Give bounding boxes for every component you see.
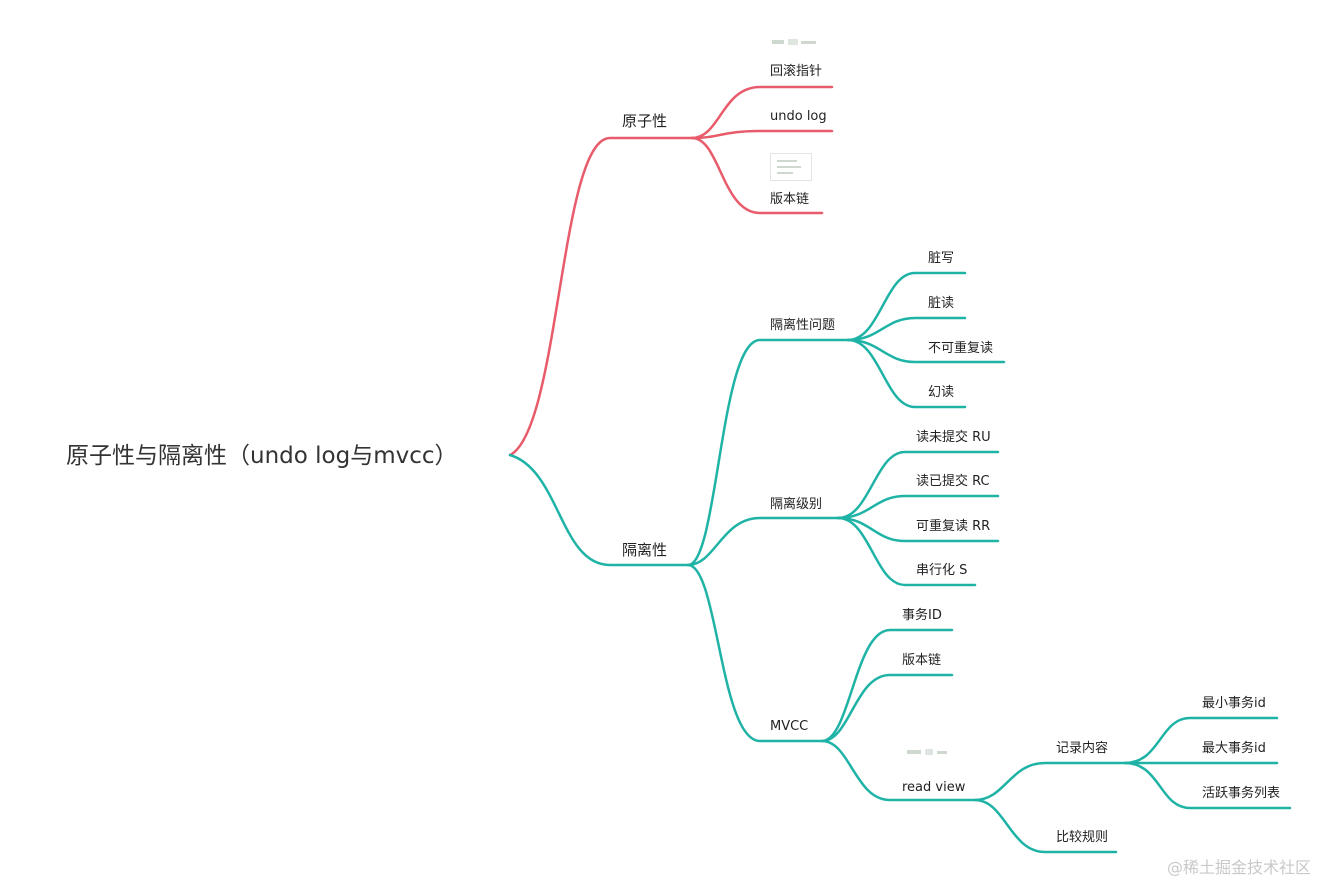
edge-levels-rc: [836, 494, 1000, 520]
edge-atomicity-rollback: [690, 85, 834, 140]
edge-problems-phantom: [846, 338, 967, 409]
node-min-transaction-id[interactable]: 最小事务id: [1202, 696, 1266, 711]
node-phantom-read[interactable]: 幻读: [928, 385, 955, 400]
node-read-committed[interactable]: 读已提交 RC: [916, 474, 990, 489]
node-undo-log[interactable]: undo log: [770, 109, 827, 124]
edge-mvcc-txid: [820, 628, 954, 743]
edge-record-active: [1123, 761, 1292, 810]
image-thumbnail: [770, 36, 818, 49]
node-record-content[interactable]: 记录内容: [1056, 741, 1109, 756]
node-repeatable-read[interactable]: 可重复读 RR: [916, 519, 991, 534]
edge-problems-dirtywrite: [846, 271, 967, 342]
edge-root-atomicity: [508, 136, 694, 457]
edge-problems-nonrepeat: [846, 338, 1006, 364]
node-isolation-problems[interactable]: 隔离性问题: [770, 318, 836, 333]
node-dirty-write[interactable]: 脏写: [928, 251, 955, 266]
node-max-transaction-id[interactable]: 最大事务id: [1202, 741, 1266, 756]
edge-levels-ru: [836, 450, 1000, 520]
edge-atomicity-undolog: [690, 129, 834, 140]
node-serializable[interactable]: 串行化 S: [916, 563, 968, 578]
node-read-uncommitted[interactable]: 读未提交 RU: [916, 430, 991, 445]
node-compare-rule[interactable]: 比较规则: [1056, 830, 1109, 845]
edge-mvcc-versionchain: [820, 673, 954, 743]
edge-problems-dirtyread: [846, 316, 967, 342]
image-thumbnail: [770, 153, 812, 181]
edge-readview-compare: [973, 798, 1118, 854]
edge-root-isolation: [508, 453, 690, 567]
edge-isolation-problems: [686, 338, 850, 567]
edge-mvcc-readview: [820, 739, 977, 802]
node-rollback-pointer[interactable]: 回滚指针: [770, 64, 823, 79]
node-active-transaction-list[interactable]: 活跃事务列表: [1202, 786, 1281, 801]
node-mvcc-version-chain[interactable]: 版本链: [902, 653, 942, 668]
node-transaction-id[interactable]: 事务ID: [902, 608, 942, 623]
image-thumbnail: [905, 746, 949, 758]
node-isolation-levels[interactable]: 隔离级别: [770, 497, 823, 512]
node-non-repeatable-read[interactable]: 不可重复读: [928, 341, 994, 356]
node-atomicity[interactable]: 原子性: [622, 112, 668, 130]
node-mvcc[interactable]: MVCC: [770, 719, 809, 734]
node-dirty-read[interactable]: 脏读: [928, 296, 955, 311]
edge-levels-rr: [836, 516, 1000, 543]
edge-isolation-mvcc: [686, 563, 824, 743]
edge-readview-record: [973, 761, 1127, 802]
edge-record-min: [1123, 716, 1279, 765]
node-version-chain[interactable]: 版本链: [770, 192, 810, 207]
edge-isolation-levels: [686, 516, 840, 567]
node-isolation[interactable]: 隔离性: [622, 541, 668, 559]
edge-atomicity-versionchain: [690, 136, 824, 215]
node-read-view[interactable]: read view: [902, 780, 966, 795]
root-topic[interactable]: 原子性与隔离性（undo log与mvcc）: [66, 443, 458, 469]
edge-levels-s: [836, 516, 977, 587]
watermark: @稀土掘金技术社区: [1166, 858, 1311, 877]
